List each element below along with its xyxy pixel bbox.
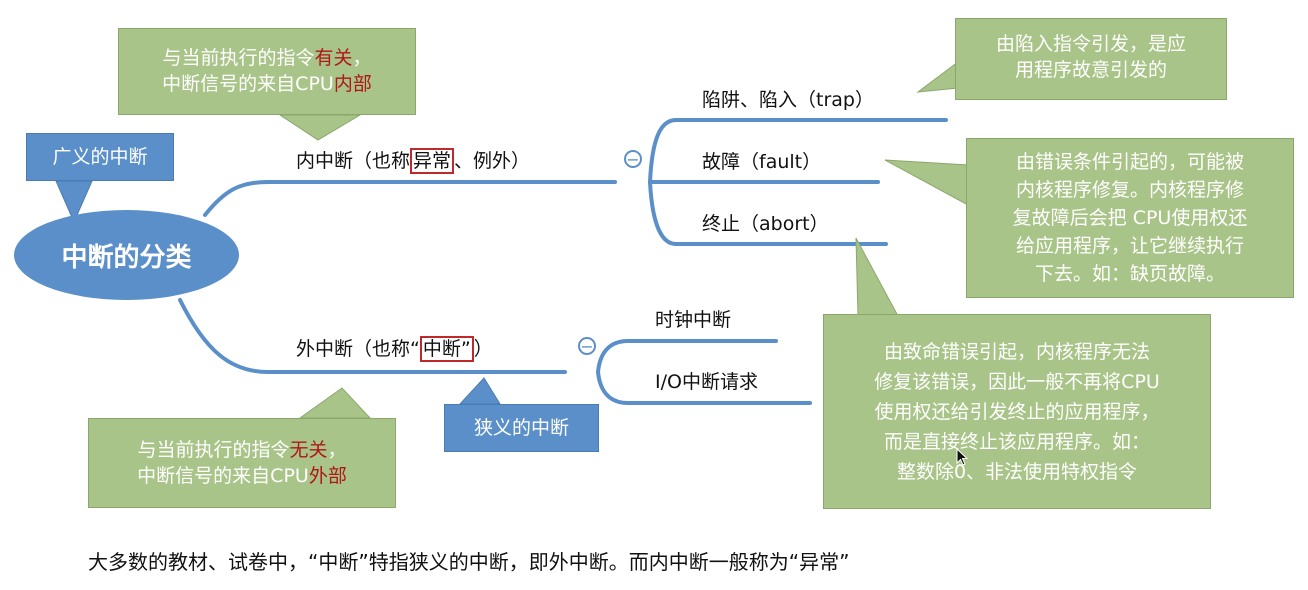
branch-internal-highlight: 异常 [410,148,455,174]
node-fault[interactable]: 故障（fault） [702,147,821,174]
abort-callout-line-2: 修复该错误，因此一般不再将CPU [874,371,1160,393]
pointer-trap-callout [916,61,959,93]
connector-root-external [178,298,270,374]
abort-callout-line-1: 由致命错误引起，内核程序无法 [883,341,1150,363]
trap-callout-line-1: 由陷入指令引发，是应 [995,33,1186,55]
pointer-narrow-tag [458,377,501,405]
fault-callout: 由错误条件引起的，可能被 内核程序修复。内核程序修 复故障后会把 CPU使用权还… [966,138,1294,298]
minus-icon: − [580,337,594,356]
broad-interrupt-tag-label: 广义的中断 [52,146,148,168]
collapse-external-button[interactable]: − [578,337,596,355]
node-trap[interactable]: 陷阱、陷入（trap） [702,85,874,112]
external-note-line-2: 中断信号的来自CPU外部 [137,465,347,487]
node-clock-interrupt[interactable]: 时钟中断 [655,305,731,332]
broad-interrupt-tag: 广义的中断 [26,133,174,181]
branch-internal[interactable]: 内中断（也称异常、例外） [296,146,531,174]
abort-callout-line-5: 整数除0、非法使用特权指令 [896,461,1138,483]
branch-internal-label: 内中断（也称 [296,150,411,172]
abort-callout-line-3: 使用权还给引发终止的应用程序， [874,401,1160,423]
fault-callout-line-3: 复故障后会把 CPU使用权还 [1012,207,1248,229]
trap-callout-line-2: 用程序故意引发的 [1014,59,1167,81]
minus-icon: − [626,150,640,169]
branch-external-highlight: 中断” [419,336,474,362]
pointer-abort-callout [855,237,899,317]
connector-external-clock [596,339,630,374]
external-note-line-1: 与当前执行的指令无关， [137,439,347,461]
pointer-fault-callout [884,159,969,206]
pointer-internal-note [278,114,362,141]
connector-internal-abort [648,180,678,246]
external-interrupt-note: 与当前执行的指令无关， 中断信号的来自CPU外部 [88,418,396,508]
node-trap-label: 陷阱、陷入（trap） [702,89,874,111]
connector-external-io [596,370,630,405]
fault-callout-line-2: 内核程序修复。内核程序修 [1015,179,1244,201]
pointer-external-note [298,387,372,419]
root-node[interactable]: 中断的分类 [14,210,239,300]
footer-note: 大多数的教材、试卷中，“中断”特指狭义的中断，即外中断。而内中断一般称为“异常” [88,546,849,575]
branch-external-label: 外中断（也称“ [296,338,420,360]
mouse-cursor-icon [956,448,968,466]
pointer-broad-tag [55,180,93,224]
fault-callout-line-5: 下去。如：缺页故障。 [1034,263,1225,285]
node-abort[interactable]: 终止（abort） [702,209,829,236]
internal-note-line-1: 与当前执行的指令有关， [162,47,372,69]
node-clock-interrupt-label: 时钟中断 [655,309,732,331]
node-abort-label: 终止（abort） [702,213,829,235]
branch-external-label-suffix: ） [473,338,493,360]
node-io-interrupt[interactable]: I/O中断请求 [655,367,758,394]
branch-external[interactable]: 外中断（也称“中断”） [296,334,493,362]
node-io-interrupt-label: I/O中断请求 [655,371,758,393]
footer-note-text: 大多数的教材、试卷中，“中断”特指狭义的中断，即外中断。而内中断一般称为“异常” [88,550,850,574]
abort-callout: 由致命错误引起，内核程序无法 修复该错误，因此一般不再将CPU 使用权还给引发终… [823,314,1211,509]
abort-callout-line-4: 而是直接终止该应用程序。如： [883,431,1150,453]
internal-note-line-2: 中断信号的来自CPU内部 [162,73,372,95]
internal-interrupt-note: 与当前执行的指令有关， 中断信号的来自CPU内部 [118,28,416,115]
fault-callout-line-4: 给应用程序，让它继续执行 [1015,235,1244,257]
connector-internal-trap [648,118,678,184]
narrow-interrupt-tag-label: 狭义的中断 [473,417,569,439]
branch-internal-label-suffix: 、例外） [454,150,531,172]
node-fault-label: 故障（fault） [702,151,822,173]
fault-callout-line-1: 由错误条件引起的，可能被 [1015,151,1244,173]
root-node-label: 中断的分类 [61,242,192,273]
collapse-internal-button[interactable]: − [624,150,642,168]
connector-root-internal [203,180,270,217]
trap-callout: 由陷入指令引发，是应 用程序故意引发的 [955,18,1227,100]
narrow-interrupt-tag: 狭义的中断 [444,404,599,452]
